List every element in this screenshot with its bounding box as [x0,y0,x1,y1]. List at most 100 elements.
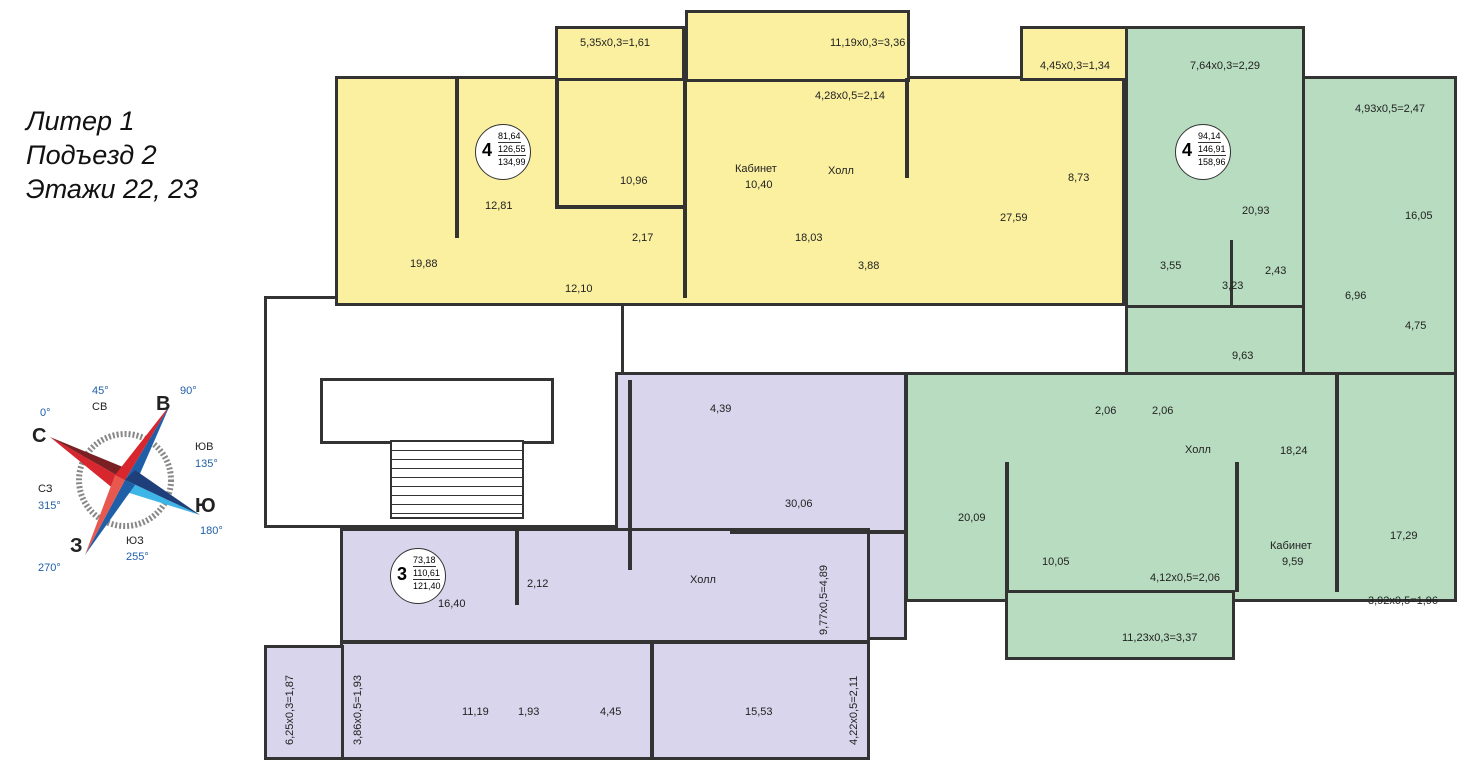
room-label: 4,45 [600,706,622,718]
room-label: 12,10 [565,283,593,295]
room-label: 18,24 [1280,445,1308,457]
apartment-badge-green: 4 94,14 146,91 158,96 [1175,124,1231,180]
living-area: 81,64 [498,131,521,143]
wall [1235,462,1239,592]
wall [1335,372,1339,592]
liter-label: Литер 1 [26,106,135,136]
wall [650,640,654,760]
living-area: 94,14 [1198,131,1221,143]
room-label: 12,81 [485,200,513,212]
apartment-badge-yellow: 4 81,64 126,55 134,99 [475,124,531,180]
wall [683,78,687,298]
living-area: 73,18 [413,555,436,567]
deg-135: 135° [195,458,218,470]
room-label: 19,88 [410,258,438,270]
room-label: 3,86x0,5=1,93 [352,674,364,745]
compass-w: З [70,535,83,557]
balcony-purple [264,645,344,760]
room-label: 5,35x0,3=1,61 [580,37,651,49]
room-label: 2,06 [1152,405,1174,417]
room-label: 4,22x0,5=2,11 [848,675,860,745]
compass-s: Ю [195,495,216,517]
room-label: 2,17 [632,232,654,244]
room-label: 11,19x0,3=3,36 [830,37,906,49]
room-count: 4 [482,140,493,160]
deg-315: 315° [38,500,61,512]
room-label: 9,63 [1232,350,1254,362]
deg-45: 45° [92,385,109,397]
room-label: 6,96 [1345,290,1367,302]
wall [628,380,632,570]
total-area: 146,91 [1198,144,1226,156]
room-label: 11,19 [462,706,489,718]
total-area: 126,55 [498,144,526,156]
elevator-shaft [320,378,554,444]
wall [1125,305,1305,308]
room-label: 6,25x0,3=1,87 [284,674,296,745]
compass-nw: СЗ [38,483,53,495]
wall [730,530,905,534]
compass-n: С [32,425,47,447]
room-label: 20,09 [958,512,986,524]
wall [905,78,909,178]
room-label: 2,12 [527,578,549,590]
apartment-green-south [905,372,1457,602]
floors-label: Этажи 22, 23 [26,174,199,204]
apartment-4-yellow [335,76,1125,306]
room-label: 10,96 [620,175,648,187]
compass-sw: ЮЗ [126,535,144,547]
room-label: 4,28x0,5=2,14 [815,90,886,102]
compass-e: В [156,393,171,415]
wall [455,78,459,238]
total-area-balcony: 134,99 [498,157,526,167]
wall [555,78,559,208]
room-label: 11,23x0,3=3,37 [1122,632,1198,644]
room-label: Холл [1185,444,1211,456]
compass-rose: С В Ю З СВ ЮВ ЮЗ СЗ 0° 90° 180° 270° 45°… [30,385,230,577]
room-label: 1,93 [518,706,540,718]
room-label: 8,73 [1068,172,1090,184]
entrance-label: Подъезд 2 [26,140,157,170]
room-label: 2,43 [1265,265,1287,277]
room-label: 27,59 [1000,212,1028,224]
room-label: 17,29 [1390,530,1418,542]
wall [340,640,500,644]
deg-0: 0° [40,407,51,419]
room-label: 4,39 [710,403,732,415]
room-label: 18,03 [795,232,823,244]
wall [515,530,519,605]
balcony-yellow-2 [685,10,910,82]
total-area-balcony: 158,96 [1198,157,1226,167]
room-label: Холл [828,165,854,177]
room-label: 4,45x0,3=1,34 [1040,60,1111,72]
room-label: 9,77x0,5=4,89 [818,564,830,635]
room-label: 16,40 [438,598,466,610]
room-label: 16,05 [1405,210,1433,222]
apartment-4-green [1125,26,1305,376]
room-label: 15,53 [745,706,773,718]
room-label: Холл [690,574,716,586]
apartment-4-green-east [1302,76,1457,376]
room-label: 4,93x0,5=2,47 [1355,103,1426,115]
room-label: 30,06 [785,498,813,510]
wall [555,205,685,209]
wall [500,640,870,644]
room-label: 3,23 [1222,280,1244,292]
deg-180: 180° [200,525,223,537]
wall [1005,462,1009,592]
room-label: 4,75 [1405,320,1427,332]
deg-90: 90° [180,385,197,397]
wall [1230,240,1233,305]
balcony-yellow-1 [555,26,685,81]
room-label: 3,88 [858,260,880,272]
room-label: Кабинет [1270,540,1312,552]
room-label: 20,93 [1242,205,1270,217]
room-label: 2,06 [1095,405,1117,417]
room-label: 10,40 [745,179,773,191]
compass-ne: СВ [92,401,108,413]
balcony-green [1005,590,1235,660]
room-label: 7,64x0,3=2,29 [1190,60,1261,72]
compass-icon [50,405,200,555]
total-area: 110,61 [413,568,440,580]
room-count: 4 [1182,140,1193,160]
